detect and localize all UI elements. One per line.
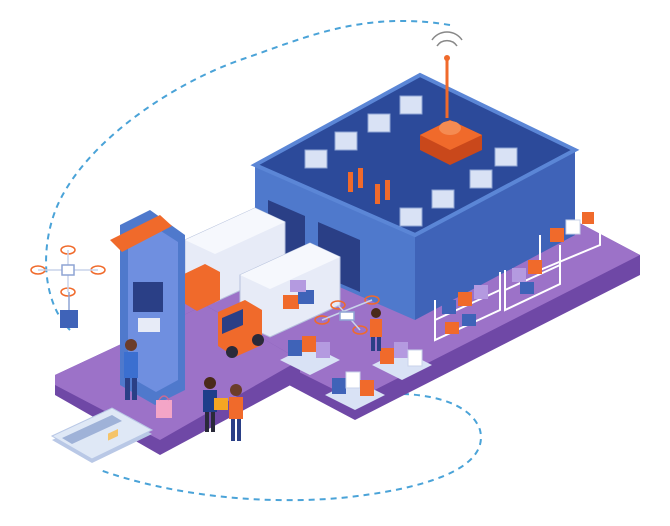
shelf-boxes	[442, 212, 594, 334]
dashed-route-path	[45, 19, 482, 502]
antenna-icon	[431, 31, 463, 118]
rooftop-pipes	[348, 168, 390, 204]
credit-card-icon	[50, 407, 154, 463]
goods-pallets	[280, 336, 432, 410]
drone-icon	[314, 295, 380, 335]
shopping-bag-icon	[156, 395, 172, 418]
rooftop-robot-icon	[420, 120, 482, 165]
person-icon	[124, 308, 382, 441]
drone-left-icon	[30, 245, 106, 328]
smartphone-shop-icon	[110, 210, 185, 405]
delivery-truck-icon	[218, 242, 341, 358]
rooftop-vents	[304, 95, 518, 227]
parcel-box-icon	[283, 280, 314, 309]
